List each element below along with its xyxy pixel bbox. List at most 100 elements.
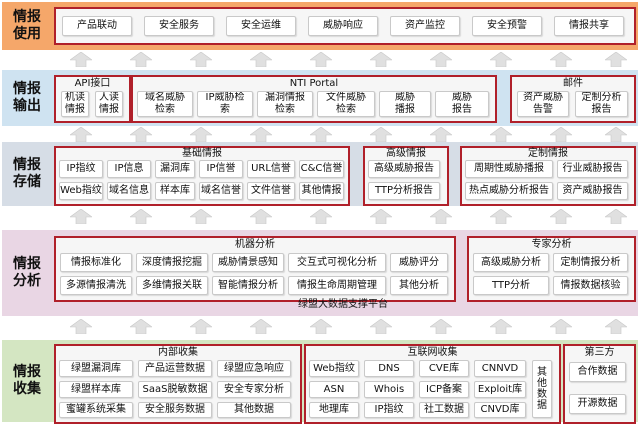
portal-item: 威胁 报告 [435, 91, 489, 117]
up-arrow-icon [550, 52, 572, 67]
layer-label-storage: 情报 存储 [13, 157, 41, 190]
machine-item: 情报标准化 [60, 253, 132, 272]
layer-usage: 情报 使用 产品联动 安全服务 安全运维 威胁响应 资产监控 安全预警 情报共享 [2, 2, 638, 50]
custom-item: 周期性威胁播报 [465, 160, 553, 178]
layer-label-usage: 情报 使用 [13, 9, 41, 42]
basic-item: IP信息 [107, 160, 151, 178]
usage-item: 安全服务 [144, 16, 214, 36]
up-arrow-icon [550, 319, 572, 334]
internal-item: 其他数据 [217, 402, 291, 418]
up-arrow-icon [130, 127, 152, 142]
internal-item: SaaS脱敏数据 [138, 381, 212, 398]
up-arrow-icon [130, 319, 152, 334]
up-arrow-icon [70, 209, 92, 224]
layer-collect: 情报 收集 内部收集 绿盟漏洞库 产品运营数据 绿盟应急响应 绿盟样本库 Saa… [2, 340, 638, 424]
up-arrow-icon [490, 319, 512, 334]
expert-item: 定制情报分析 [553, 253, 628, 272]
internet-item: CNVD库 [474, 402, 526, 418]
up-arrow-icon [550, 209, 572, 224]
custom-item: 行业威胁报告 [557, 160, 628, 178]
group-api: API接口 机读 情报 人读 情报 [54, 75, 131, 123]
basic-item: 文件信誉 [247, 182, 295, 200]
layer-label-collect: 情报 收集 [13, 364, 41, 397]
up-arrow-icon [370, 52, 392, 67]
group-title-expert: 专家分析 [531, 239, 572, 250]
up-arrow-icon [310, 209, 332, 224]
machine-item: 多源情报清洗 [60, 276, 132, 295]
basic-item: 样本库 [155, 182, 195, 200]
internet-item: Whois [364, 381, 414, 398]
up-arrow-icon [430, 319, 452, 334]
usage-item: 产品联动 [62, 16, 132, 36]
up-arrow-icon [370, 127, 392, 142]
group-custom-intel: 定制情报 周期性威胁播报 行业威胁报告 热点威胁分析报告 资产威胁报告 [460, 146, 636, 206]
basic-item: 域名信誉 [199, 182, 243, 200]
up-arrow-icon [605, 209, 627, 224]
up-arrow-icon [430, 127, 452, 142]
up-arrow-icon [190, 319, 212, 334]
basic-item: IP信誉 [199, 160, 243, 178]
group-third-party: 第三方 合作数据 开源数据 [563, 344, 636, 424]
layer-analysis: 情报 分析 机器分析 情报标准化 深度情报挖掘 威胁情景感知 交互式可视化分析 … [2, 230, 638, 316]
up-arrow-icon [430, 209, 452, 224]
up-arrow-icon [70, 127, 92, 142]
up-arrow-icon [250, 319, 272, 334]
expert-item: TTP分析 [473, 276, 549, 295]
basic-item: C&C信誉 [299, 160, 344, 178]
group-portal: NTI Portal 域名威胁 检索 IP威胁检 索 漏洞情报 检索 文件威胁 … [131, 75, 497, 123]
basic-item: 其他情报 [299, 182, 344, 200]
up-arrow-icon [130, 52, 152, 67]
machine-item: 威胁评分 [390, 253, 448, 272]
up-arrow-icon [190, 52, 212, 67]
internal-item: 安全专家分析 [217, 381, 291, 398]
group-title-basic: 基础情报 [182, 148, 222, 159]
internet-item: DNS [364, 360, 414, 377]
up-arrow-icon [250, 209, 272, 224]
up-arrow-icon [490, 52, 512, 67]
up-arrow-icon [550, 127, 572, 142]
portal-item: IP威胁检 索 [197, 91, 253, 117]
basic-item: 漏洞库 [155, 160, 195, 178]
internet-item: CVE库 [419, 360, 469, 377]
portal-item: 域名威胁 检索 [137, 91, 193, 117]
group-mail: 邮件 资产威胁 告警 定制分析 报告 [510, 75, 636, 123]
layer-output: 情报 输出 API接口 机读 情报 人读 情报 NTI Portal 域名威胁 … [2, 70, 638, 126]
internet-item: 地理库 [309, 402, 359, 418]
platform-label: 绿盟大数据支撑平台 [298, 299, 388, 310]
internet-other-item: 其他数据 [532, 360, 552, 418]
expert-item: 高级威胁分析 [473, 253, 549, 272]
machine-item: 其他分析 [390, 276, 448, 295]
layer-storage: 情报 存储 基础情报 IP指纹 IP信息 漏洞库 IP信誉 URL信誉 C&C信… [2, 142, 638, 206]
group-title-internal: 内部收集 [158, 347, 198, 358]
internet-item: CNNVD [474, 360, 526, 377]
portal-item: 威胁 播报 [379, 91, 431, 117]
up-arrow-icon [190, 209, 212, 224]
up-arrow-icon [310, 319, 332, 334]
up-arrow-icon [430, 52, 452, 67]
machine-item: 智能情报分析 [212, 276, 284, 295]
group-title-machine: 机器分析 [235, 239, 275, 250]
group-expert-analysis: 专家分析 高级威胁分析 定制情报分析 TTP分析 情报数据核验 [467, 236, 636, 302]
up-arrow-icon [70, 319, 92, 334]
machine-item: 威胁情景感知 [212, 253, 284, 272]
up-arrow-icon [605, 127, 627, 142]
up-arrow-icon [130, 209, 152, 224]
internet-item: ASN [309, 381, 359, 398]
advanced-item: 高级威胁报告 [368, 160, 440, 178]
machine-item: 多维情报关联 [136, 276, 208, 295]
api-item: 人读 情报 [95, 91, 123, 117]
api-item: 机读 情报 [61, 91, 89, 117]
internet-item: IP指纹 [364, 402, 414, 418]
internal-item: 蜜罐系统采集 [59, 402, 133, 418]
group-title-mail: 邮件 [563, 78, 583, 89]
up-arrow-icon [490, 209, 512, 224]
third-item: 合作数据 [569, 362, 626, 382]
internal-item: 绿盟样本库 [59, 381, 133, 398]
expert-item: 情报数据核验 [553, 276, 628, 295]
up-arrow-icon [605, 52, 627, 67]
usage-item: 资产监控 [390, 16, 460, 36]
machine-item: 交互式可视化分析 [288, 253, 386, 272]
layer-label-output: 情报 输出 [13, 81, 41, 114]
group-advanced-intel: 高级情报 高级威胁报告 TTP分析报告 [363, 146, 449, 206]
group-title-internet: 互联网收集 [407, 347, 458, 358]
